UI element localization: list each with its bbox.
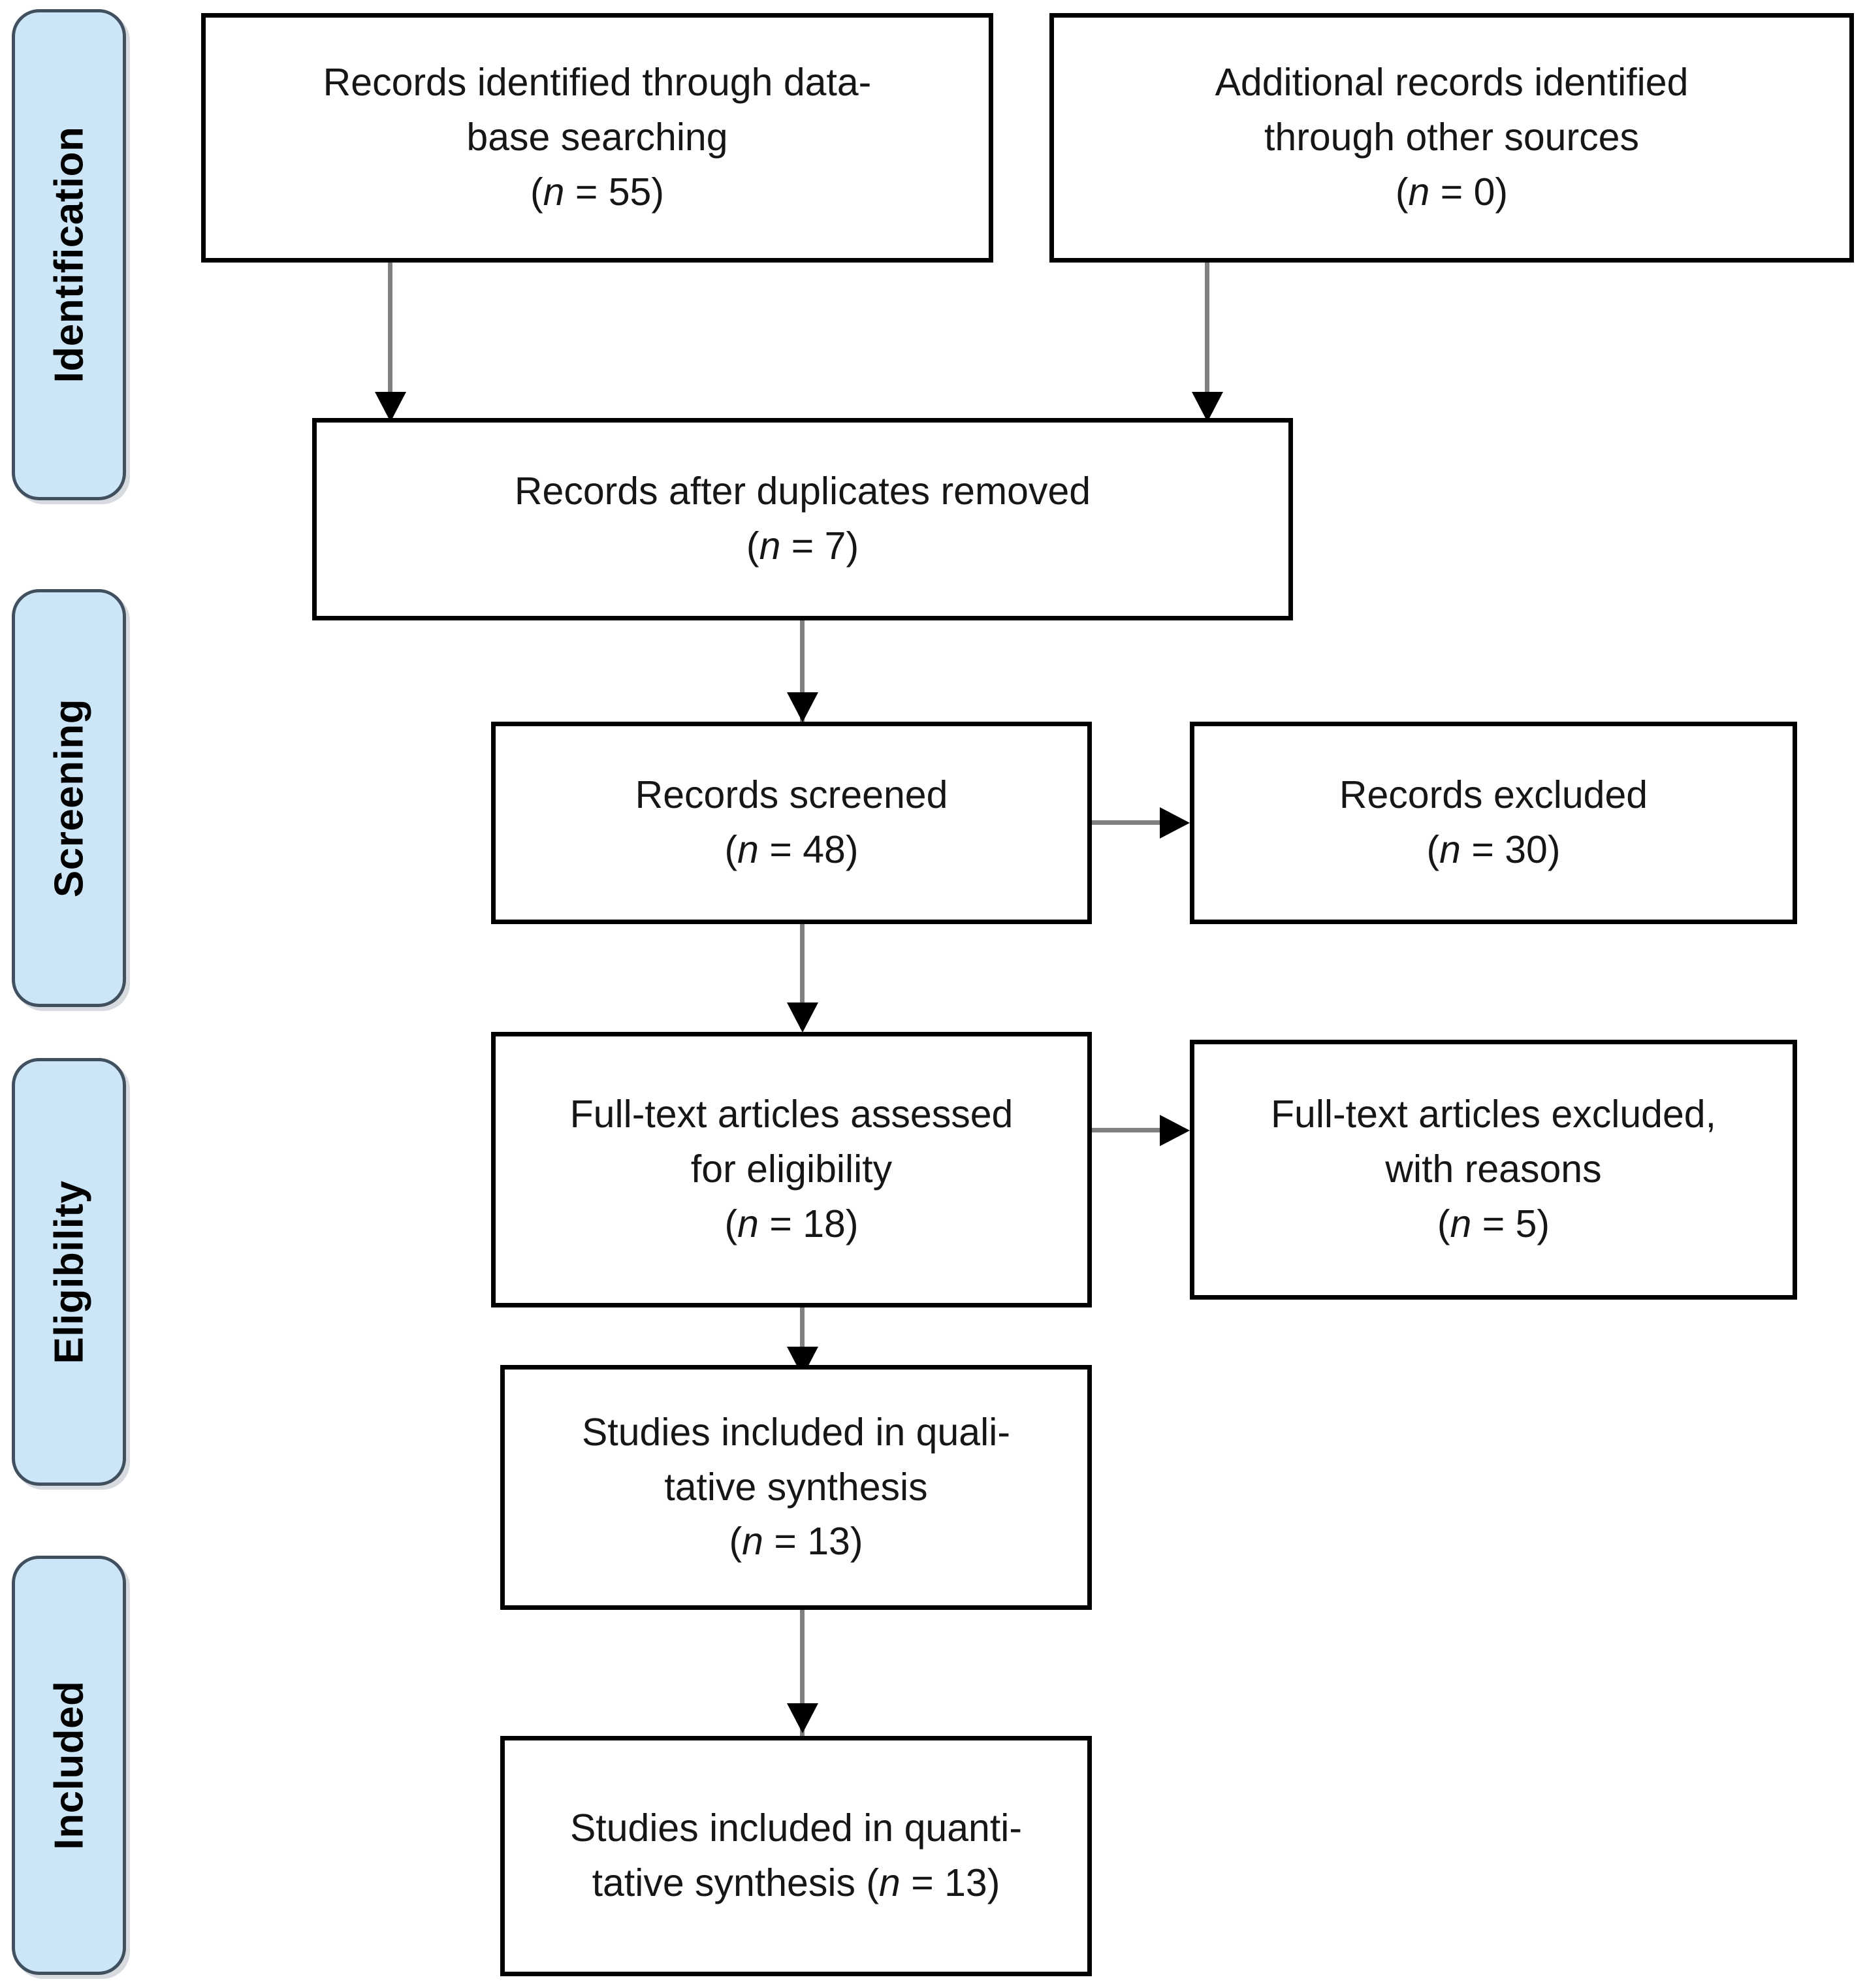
stage-eligibility-label: Eligibility xyxy=(46,1179,91,1364)
stage-screening-label: Screening xyxy=(46,698,91,898)
box-full-text-assessed-text: Full-text articles assessed for eligibil… xyxy=(569,1093,1013,1245)
connector-line-screened-to-excluded xyxy=(1092,820,1177,825)
box-records-after-duplicates-removed: Records after duplicates removed (n = 7) xyxy=(312,418,1293,620)
box-studies-qualitative-synthesis-text: Studies included in quali- tative synthe… xyxy=(582,1410,1010,1563)
connector-line-identified-to-duplicates xyxy=(388,263,392,404)
box-studies-quantitative-synthesis: Studies included in quanti- tative synth… xyxy=(500,1736,1092,1976)
stage-included-label: Included xyxy=(46,1680,91,1850)
connector-arrowhead-fulltext-to-excluded xyxy=(1160,1115,1190,1146)
connector-arrowhead-duplicates-to-screened xyxy=(787,692,818,722)
connector-line-qualitative-to-quantitative xyxy=(800,1610,805,1737)
box-full-text-assessed: Full-text articles assessed for eligibil… xyxy=(491,1032,1092,1307)
box-additional-records-other-sources: Additional records identified through ot… xyxy=(1049,13,1854,263)
box-records-identified-database-text: Records identified through data- base se… xyxy=(323,61,872,214)
connector-arrowhead-screened-to-fulltext xyxy=(787,1002,818,1033)
connector-line-additional-to-duplicates xyxy=(1205,263,1209,404)
connector-arrowhead-identified-to-duplicates xyxy=(375,392,406,422)
box-full-text-excluded-text: Full-text articles excluded, with reason… xyxy=(1270,1093,1717,1245)
box-records-screened-text: Records screened (n = 48) xyxy=(635,773,948,871)
box-full-text-excluded: Full-text articles excluded, with reason… xyxy=(1190,1040,1797,1300)
box-records-screened: Records screened (n = 48) xyxy=(491,722,1092,924)
stage-screening: Screening xyxy=(12,589,126,1007)
box-records-after-duplicates-removed-text: Records after duplicates removed (n = 7) xyxy=(514,470,1091,568)
connector-line-fulltext-to-excluded xyxy=(1092,1128,1177,1132)
box-records-identified-database: Records identified through data- base se… xyxy=(201,13,993,263)
box-studies-quantitative-synthesis-text: Studies included in quanti- tative synth… xyxy=(569,1806,1023,1904)
box-additional-records-other-sources-text: Additional records identified through ot… xyxy=(1215,61,1689,214)
stage-identification: Identification xyxy=(12,9,126,500)
connector-arrowhead-additional-to-duplicates xyxy=(1192,392,1223,422)
connector-line-duplicates-to-screened xyxy=(800,620,805,722)
stage-eligibility: Eligibility xyxy=(12,1058,126,1486)
connector-arrowhead-screened-to-excluded xyxy=(1160,807,1190,839)
connector-line-screened-to-fulltext xyxy=(800,924,805,1029)
stage-identification-label: Identification xyxy=(46,126,91,383)
box-records-excluded: Records excluded (n = 30) xyxy=(1190,722,1797,924)
connector-arrowhead-qualitative-to-quantitative xyxy=(787,1703,818,1733)
box-records-excluded-text: Records excluded (n = 30) xyxy=(1339,773,1648,871)
stage-included: Included xyxy=(12,1556,126,1975)
connector-line-fulltext-to-qualitative xyxy=(800,1307,805,1379)
box-studies-qualitative-synthesis: Studies included in quali- tative synthe… xyxy=(500,1365,1092,1610)
